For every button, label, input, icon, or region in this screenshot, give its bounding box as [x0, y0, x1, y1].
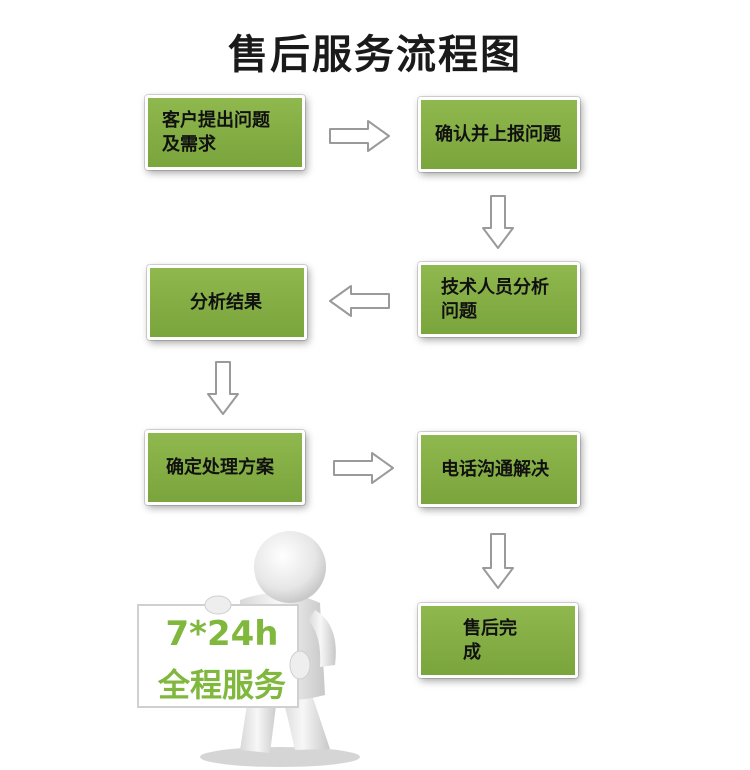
- arrow-right-1: [329, 120, 390, 152]
- step-solution-plan: 确定处理方案: [145, 430, 305, 505]
- arrow-right-2: [333, 452, 394, 484]
- step-tech-analysis-label: 技术人员分析问题: [441, 276, 549, 322]
- step-tech-analysis: 技术人员分析问题: [418, 262, 580, 337]
- step-completed-label: 售后完成: [463, 617, 517, 663]
- step-customer-request-label: 客户提出问题及需求: [162, 109, 270, 155]
- arrow-left-1: [329, 285, 390, 317]
- step-customer-request: 客户提出问题及需求: [145, 95, 305, 170]
- person-holding-sign-illustration: [137, 531, 360, 767]
- step-solution-plan-label: 确定处理方案: [166, 456, 274, 478]
- step-analysis-result-label: 分析结果: [190, 291, 262, 313]
- step-confirm-report: 确认并上报问题: [418, 97, 580, 172]
- step-confirm-report-label: 确认并上报问题: [435, 123, 561, 145]
- sign-text-hours: 7*24h: [165, 614, 279, 654]
- step-completed: 售后完成: [418, 603, 578, 678]
- step-phone-resolve: 电话沟通解决: [418, 432, 580, 507]
- step-phone-resolve-label: 电话沟通解决: [441, 458, 549, 480]
- step-analysis-result: 分析结果: [147, 265, 307, 340]
- arrow-down-2: [207, 361, 239, 415]
- diagram-title: 售后服务流程图: [228, 32, 522, 78]
- sign-text-service: 全程服务: [157, 666, 286, 704]
- arrow-down-1: [482, 195, 514, 249]
- arrow-down-3: [482, 533, 514, 589]
